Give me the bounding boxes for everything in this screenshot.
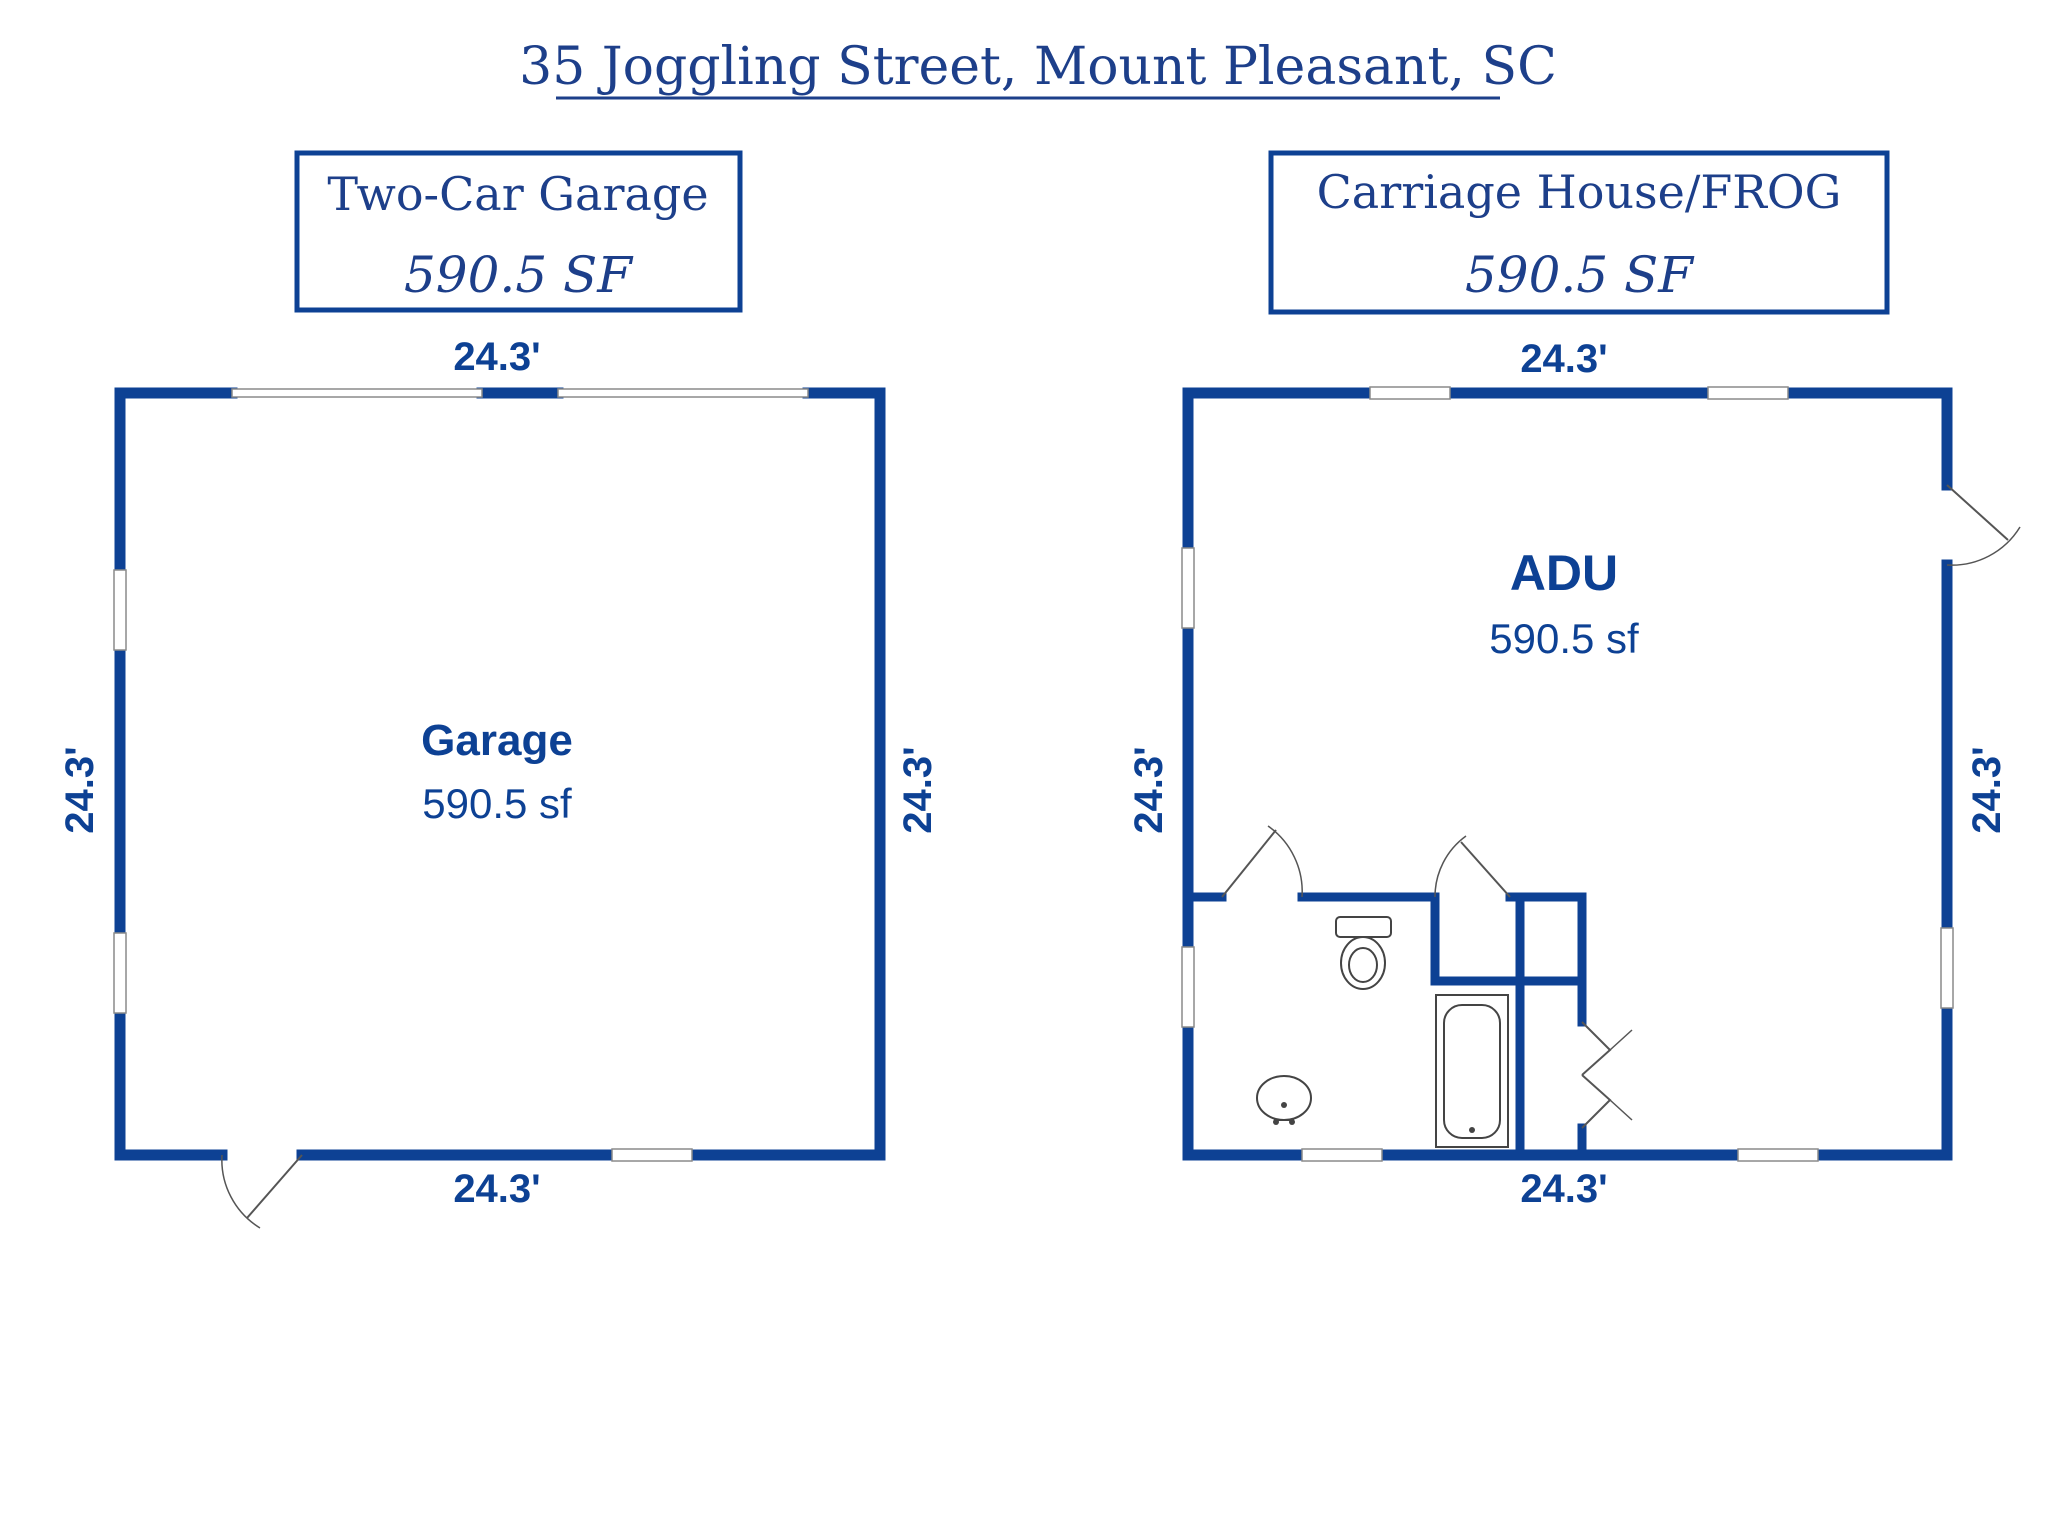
closet-bifold-door (1581, 1021, 1633, 1129)
window (113, 932, 127, 1014)
garage-room-area: 590.5 sf (422, 780, 572, 827)
carriage-label-box (1268, 150, 1890, 315)
carriage-label: Carriage House/FROG (1317, 165, 1842, 219)
garage-dim-right: 24.3' (896, 746, 940, 833)
garage-room-name: Garage (421, 716, 573, 765)
garage-label: Two-Car Garage (327, 167, 708, 221)
garage-dim-left: 24.3' (58, 746, 102, 833)
adu-interior-wall (1183, 892, 1587, 1160)
window (1181, 547, 1195, 629)
window (1737, 1148, 1819, 1162)
window (1181, 946, 1195, 1028)
adu-dim-top: 24.3' (1520, 337, 1607, 381)
window (1707, 386, 1789, 400)
garage-label-box (294, 150, 743, 313)
garage-dim-top: 24.3' (453, 335, 540, 379)
bathroom-door (1221, 825, 1303, 898)
adu-room-area: 590.5 sf (1489, 615, 1639, 662)
carriage-label-area: 590.5 SF (1465, 246, 1695, 304)
garage-door-opening (557, 388, 809, 398)
adu-room-name: ADU (1510, 545, 1618, 601)
adu-dim-right: 24.3' (1965, 746, 2009, 833)
bathtub-fixture (1435, 994, 1509, 1148)
garage-wall (114, 387, 886, 1161)
garage-label-area: 590.5 SF (404, 246, 634, 304)
toilet-fixture (1335, 916, 1392, 990)
carriage-house-building: Carriage House/FROG 590.5 SF 24.3' 24.3'… (1127, 150, 2021, 1211)
garage-door (221, 1154, 303, 1229)
sink-fixture (1256, 1075, 1312, 1125)
window (113, 569, 127, 651)
garage-dim-bottom: 24.3' (453, 1167, 540, 1211)
window (611, 1148, 693, 1162)
adu-dim-bottom: 24.3' (1520, 1167, 1607, 1211)
garage-building: Two-Car Garage 590.5 SF 24.3' 24.3' 24.3… (58, 150, 940, 1229)
window (1940, 927, 1954, 1009)
adu-exterior-door (1946, 484, 2021, 566)
adu-dim-left: 24.3' (1127, 746, 1171, 833)
page-title: 35 Joggling Street, Mount Pleasant, SC (519, 37, 1557, 97)
window (1301, 1148, 1383, 1162)
window (1369, 386, 1451, 400)
adu-exterior-wall (1182, 387, 1953, 1161)
garage-door-opening (231, 388, 483, 398)
closet-door (1434, 835, 1511, 898)
